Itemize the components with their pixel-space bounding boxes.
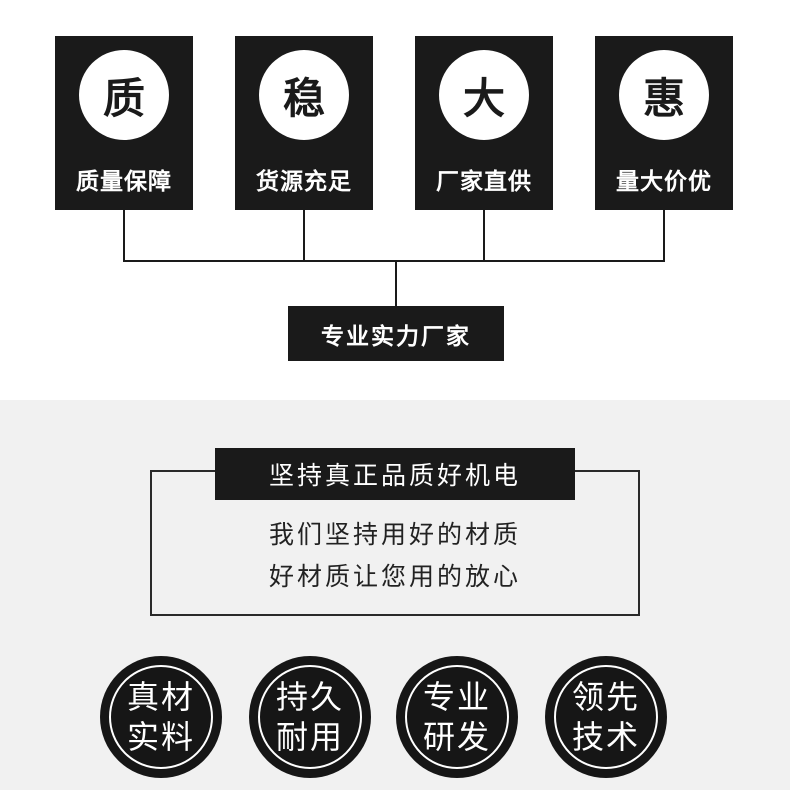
badge-text-line1: 专业 [422,678,491,716]
feature-card-quality: 质 质量保障 [55,36,193,210]
feature-circle: 惠 [619,50,709,140]
connector-line [483,210,485,262]
feature-card-benefit: 惠 量大价优 [595,36,733,210]
panel-slogan-line2: 好材质让您用的放心 [268,562,521,591]
badge-text-line2: 实料 [126,718,195,756]
feature-circle: 大 [439,50,529,140]
badge-text-line2: 技术 [571,718,640,756]
feature-label: 厂家直供 [436,169,532,195]
connector-line [303,210,305,262]
badge-durable: 持久 耐用 [249,656,371,778]
connector-stem [395,260,397,306]
badge-professional-rd: 专业 研发 [396,656,518,778]
feature-label: 量大价优 [616,169,712,195]
connector-horizontal [123,260,665,262]
feature-circle: 稳 [259,50,349,140]
badge-ring [405,665,509,769]
badge-ring [554,665,658,769]
panel-title: 坚持真正品质好机电 [215,448,575,500]
feature-label: 货源充足 [256,169,352,195]
badge-ring [109,665,213,769]
badge-leading-tech: 领先 技术 [545,656,667,778]
factory-label: 专业实力厂家 [288,306,504,361]
badge-text-line1: 持久 [275,678,344,716]
feature-circle: 质 [79,50,169,140]
feature-card-large: 大 厂家直供 [415,36,553,210]
connector-line [123,210,125,262]
connector-line [663,210,665,262]
badge-text-line2: 耐用 [275,718,344,756]
badge-genuine-material: 真材 实料 [100,656,222,778]
badge-text-line2: 研发 [422,718,491,756]
feature-card-stable: 稳 货源充足 [235,36,373,210]
panel-slogan-line1: 我们坚持用好的材质 [268,520,521,549]
feature-label: 质量保障 [76,169,172,195]
badge-ring [258,665,362,769]
badge-text-line1: 真材 [126,678,195,716]
badge-text-line1: 领先 [571,678,640,716]
